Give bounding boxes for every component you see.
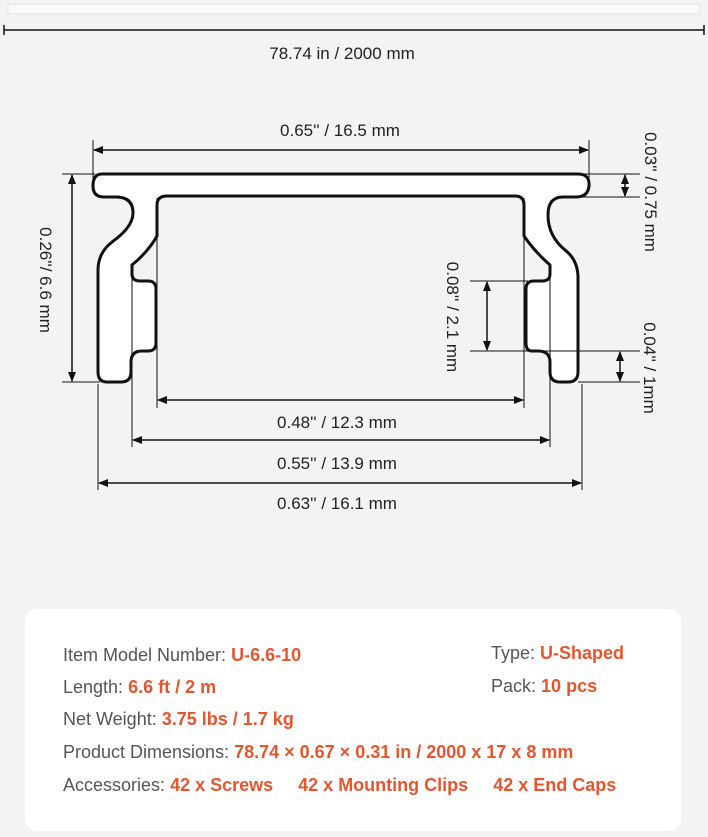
spec-type-label: Type: — [491, 643, 536, 663]
bottom-width-label: 0.63'' / 16.1 mm — [277, 494, 397, 513]
spec-dimensions-label: Product Dimensions: — [63, 742, 230, 762]
profile-drawing: 78.74 in / 2000 mm 0.65'' / 16.5 mm 0.48… — [3, 3, 705, 513]
accessory-screws: 42 x Screws — [170, 775, 274, 795]
spec-accessories-label: Accessories: — [63, 775, 166, 795]
length-label: 78.74 in / 2000 mm — [269, 44, 415, 63]
inner-width-label: 0.48'' / 12.3 mm — [277, 413, 397, 432]
spec-model: Item Model Number: U-6.6-10 — [63, 645, 301, 666]
u-profile-outline — [91, 172, 591, 384]
lip-thickness-label: 0.03'' / 0.75 mm — [641, 132, 660, 252]
dimension-arrows — [68, 146, 629, 487]
spec-type-value: U-Shaped — [540, 643, 625, 663]
spec-weight-value: 3.75 lbs / 1.7 kg — [161, 709, 294, 729]
spec-type: Type: U-Shaped — [491, 643, 624, 664]
groove-width-label: 0.55'' / 13.9 mm — [277, 454, 397, 473]
spec-length-value: 6.6 ft / 2 m — [128, 677, 217, 697]
height-label: 0.26''/ 6.6 mm — [36, 227, 55, 333]
spec-model-value: U-6.6-10 — [231, 645, 302, 665]
extension-lines — [62, 140, 640, 490]
spec-accessories: Accessories: 42 x Screws 42 x Mounting C… — [63, 775, 616, 796]
foot-height-label: 0.04'' / 1mm — [640, 322, 659, 414]
spec-weight: Net Weight: 3.75 lbs / 1.7 kg — [63, 709, 294, 730]
aluminum-bar — [7, 3, 701, 15]
spec-pack: Pack: 10 pcs — [491, 676, 597, 697]
spec-length: Length: 6.6 ft / 2 m — [63, 677, 216, 698]
groove-height-label: 0.08'' / 2.1 mm — [443, 262, 462, 372]
accessory-end-caps: 42 x End Caps — [493, 775, 617, 795]
length-dimension-line — [3, 25, 705, 35]
spec-dimensions-value: 78.74 × 0.67 × 0.31 in / 2000 x 17 x 8 m… — [234, 742, 574, 762]
spec-card: Item Model Number: U-6.6-10 Type: U-Shap… — [25, 609, 681, 831]
spec-weight-label: Net Weight: — [63, 709, 157, 729]
spec-length-label: Length: — [63, 677, 124, 697]
accessory-mounting-clips: 42 x Mounting Clips — [298, 775, 469, 795]
spec-dimensions: Product Dimensions: 78.74 × 0.67 × 0.31 … — [63, 742, 573, 763]
spec-model-label: Item Model Number: — [63, 645, 227, 665]
spec-pack-value: 10 pcs — [541, 676, 598, 696]
spec-pack-label: Pack: — [491, 676, 537, 696]
top-width-label: 0.65'' / 16.5 mm — [280, 121, 400, 140]
